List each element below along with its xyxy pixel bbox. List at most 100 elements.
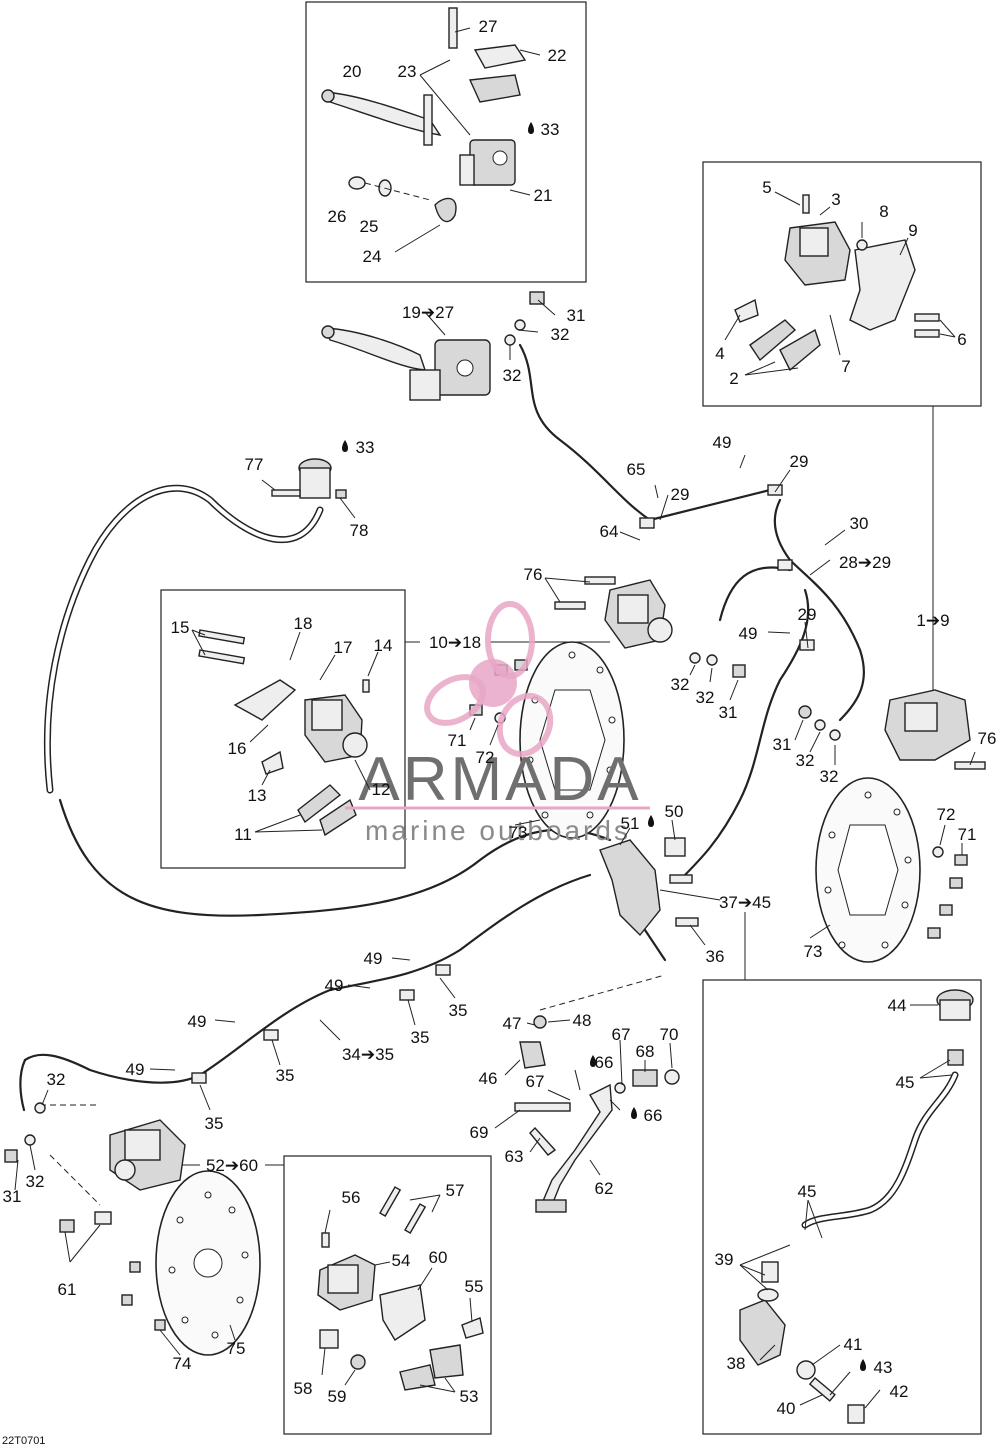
- left-caliper-detail: [198, 629, 370, 763]
- callout-56: 56: [342, 1188, 361, 1207]
- callout-49-d: 49: [325, 976, 344, 995]
- callout-7: 7: [841, 357, 850, 376]
- callout-31-d: 31: [3, 1187, 22, 1206]
- rear-pads-detail: [319, 1317, 484, 1391]
- callout-63: 63: [505, 1147, 524, 1166]
- front-master-cylinder-assembled: [321, 325, 491, 401]
- callout-48: 48: [573, 1011, 592, 1030]
- front-left-rotor: [519, 641, 625, 839]
- callout-32-g: 32: [47, 1070, 66, 1089]
- callout-71-a: 71: [448, 731, 467, 750]
- reservoir-cover-detail: [468, 44, 527, 103]
- callout-8: 8: [879, 202, 888, 221]
- callout-41: 41: [844, 1335, 863, 1354]
- callout-45-a: 45: [896, 1073, 915, 1092]
- callout-28-29: 28➔29: [839, 553, 891, 572]
- callout-15: 15: [171, 618, 190, 637]
- callout-69: 69: [470, 1123, 489, 1142]
- front-right-rotor: [815, 777, 921, 963]
- callout-73-b: 73: [804, 942, 823, 961]
- diagram-code: 22T0701: [2, 1435, 45, 1447]
- callout-46: 46: [479, 1069, 498, 1088]
- front-master-cylinder-detail-box: [305, 1, 587, 283]
- callout-10-18: 10➔18: [429, 633, 481, 652]
- callout-55: 55: [465, 1277, 484, 1296]
- callout-43: 43: [874, 1358, 893, 1377]
- right-caliper-detail: [784, 194, 940, 338]
- callout-13: 13: [248, 786, 267, 805]
- callout-1-9: 1➔9: [916, 611, 949, 630]
- callout-33-front: 33: [541, 120, 560, 139]
- front-brake-lever-detail: [321, 89, 442, 136]
- callout-68: 68: [636, 1042, 655, 1061]
- rear-rotor: [155, 1170, 261, 1356]
- rear-brake-line: [23, 873, 592, 1084]
- callout-72-a: 72: [476, 748, 495, 767]
- distribution-valve: [599, 837, 699, 962]
- callout-64: 64: [600, 522, 619, 541]
- callout-49-a: 49: [713, 433, 732, 452]
- leader-lines: [14, 27, 976, 1409]
- callout-49-f: 49: [126, 1060, 145, 1079]
- callout-29-b: 29: [671, 485, 690, 504]
- rear-banjo-fittings: [4, 1102, 46, 1163]
- callout-49-e: 49: [188, 1012, 207, 1031]
- pivot-bolt-detail: [423, 7, 458, 146]
- callout-12: 12: [372, 780, 391, 799]
- callout-31-c: 31: [773, 735, 792, 754]
- front-brake-line-3: [718, 566, 792, 622]
- callout-67-a: 67: [612, 1025, 631, 1044]
- rear-master-cylinder-detail-box: [702, 979, 982, 1435]
- callout-52-60: 52➔60: [206, 1156, 258, 1175]
- main-brake-hose: [43, 484, 324, 794]
- callout-67-b: 67: [526, 1072, 545, 1091]
- callout-32-c: 32: [671, 675, 690, 694]
- callout-72-b: 72: [937, 805, 956, 824]
- callout-47: 47: [503, 1014, 522, 1033]
- front-brake-line-2: [773, 498, 865, 722]
- rear-master-cylinder-detail: [739, 989, 974, 1424]
- callout-76-b: 76: [978, 729, 997, 748]
- armada-watermark: ARMADA marine outboards: [345, 601, 650, 846]
- right-pads-detail: [734, 298, 821, 372]
- callout-9: 9: [908, 221, 917, 240]
- callout-2: 2: [729, 369, 738, 388]
- callout-16: 16: [228, 739, 247, 758]
- callout-14: 14: [374, 636, 393, 655]
- watermark-tagline: marine outboards: [365, 815, 631, 846]
- callout-38: 38: [727, 1354, 746, 1373]
- callout-66-b: 66: [644, 1106, 663, 1125]
- left-pads-detail: [261, 750, 357, 837]
- callout-11: 11: [234, 825, 252, 844]
- callout-65: 65: [627, 460, 646, 479]
- front-master-cylinder-body-detail: [459, 139, 516, 186]
- piston-kit-detail: [348, 176, 457, 223]
- callout-20: 20: [343, 62, 362, 81]
- callout-32-d: 32: [696, 688, 715, 707]
- callout-17: 17: [334, 638, 353, 657]
- callout-57: 57: [446, 1181, 465, 1200]
- callout-58: 58: [294, 1379, 313, 1398]
- callout-labels: 20 23 27 22 33 21 26 25 24 19➔27 31 32 3…: [2, 17, 996, 1447]
- callout-75: 75: [227, 1339, 246, 1358]
- callout-77: 77: [245, 455, 264, 474]
- callout-35-b: 35: [411, 1028, 430, 1047]
- callout-62: 62: [595, 1179, 614, 1198]
- callout-42: 42: [890, 1382, 909, 1401]
- callout-32-e: 32: [796, 751, 815, 770]
- left-caliper-detail-box: [160, 589, 406, 869]
- main-brake-line: [58, 798, 612, 917]
- brake-line-clamps: [191, 484, 815, 1084]
- callout-32-h: 32: [26, 1172, 45, 1191]
- front-brake-line: [518, 343, 772, 522]
- callout-21: 21: [534, 186, 553, 205]
- callout-31-top: 31: [567, 306, 586, 325]
- callout-32-top-b: 32: [503, 366, 522, 385]
- callout-40: 40: [777, 1399, 796, 1418]
- callout-49-b: 49: [739, 624, 758, 643]
- callout-5: 5: [762, 178, 771, 197]
- callout-18: 18: [294, 614, 313, 633]
- callout-32-top-a: 32: [551, 325, 570, 344]
- callout-35-d: 35: [205, 1114, 224, 1133]
